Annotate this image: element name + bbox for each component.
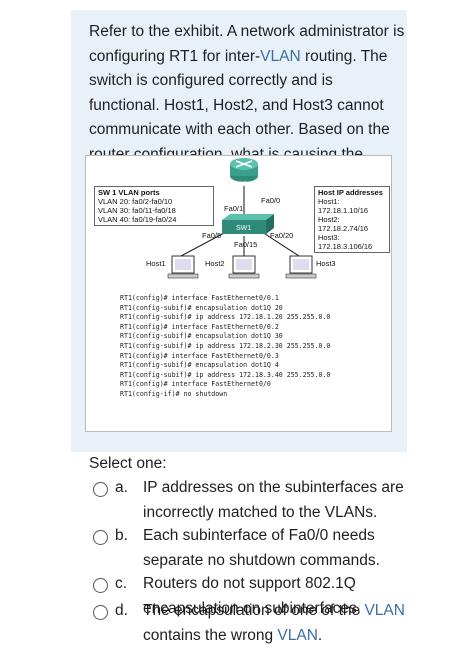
radio-button-a[interactable] [93,482,108,497]
question-highlight: VLAN [260,47,301,65]
option-text: Each subinterface of Fa0/0 needs separat… [143,527,380,569]
option-d[interactable]: d. The encapsulation of one of the VLAN … [89,599,419,648]
option-text: IP addresses on the subinterfaces are in… [143,479,404,521]
port-fa01-label: Fa0/1 [224,204,244,213]
option-letter: a. [115,479,128,496]
port-fa05-label: Fa0/5 [202,231,222,240]
router-label: RT1 [238,181,251,188]
option-text: Routers do not support 802.1Q encapsulat… [143,575,362,617]
option-letter: c. [115,575,128,592]
vlan-ports-box: SW 1 VLAN ports VLAN 20: fa0/2-fa0/10 VL… [94,186,214,226]
option-a[interactable]: a. IP addresses on the subinterfaces are… [89,476,419,525]
option-b[interactable]: b. Each subinterface of Fa0/0 needs sepa… [89,524,419,573]
radio-button-b[interactable] [93,530,108,545]
radio-button-d[interactable] [93,605,108,620]
link-sw1-host1 [180,231,227,257]
port-fa015-label: Fa0/15 [234,240,258,249]
exhibit-image: RT1 SW1 Fa0/0 Fa0/1 Fa0/5 Fa0/15 Fa0/20 … [85,155,392,432]
router-icon [230,158,258,182]
radio-button-c[interactable] [93,578,108,593]
host2-label: Host2 [205,259,225,268]
port-fa020-label: Fa0/20 [270,231,294,240]
select-one-label: Select one: [89,455,167,472]
question-part: Refer to the exhibit. A network administ… [89,23,405,65]
option-text: The encapsulation of one of the VLAN con… [143,602,405,644]
switch-icon [222,214,274,234]
host-ip-box: Host IP addresses Host1: 172.18.1.10/16 … [314,186,390,253]
host3-icon [285,255,317,279]
topology-diagram: RT1 SW1 [167,158,317,279]
host2-icon [228,255,260,279]
router-config-listing: RT1(config)# interface FastEthernet0/0.1… [120,294,331,398]
host3-label: Host3 [316,259,336,268]
option-letter: d. [115,602,128,619]
host1-icon [167,255,199,279]
host1-label: Host1 [146,259,166,268]
switch-label: SW1 [236,225,251,232]
link-sw1-host3 [261,231,300,257]
port-fa00-label: Fa0/0 [261,196,281,205]
option-letter: b. [115,527,128,544]
option-c[interactable]: c. Routers do not support 802.1Q encapsu… [89,572,419,621]
